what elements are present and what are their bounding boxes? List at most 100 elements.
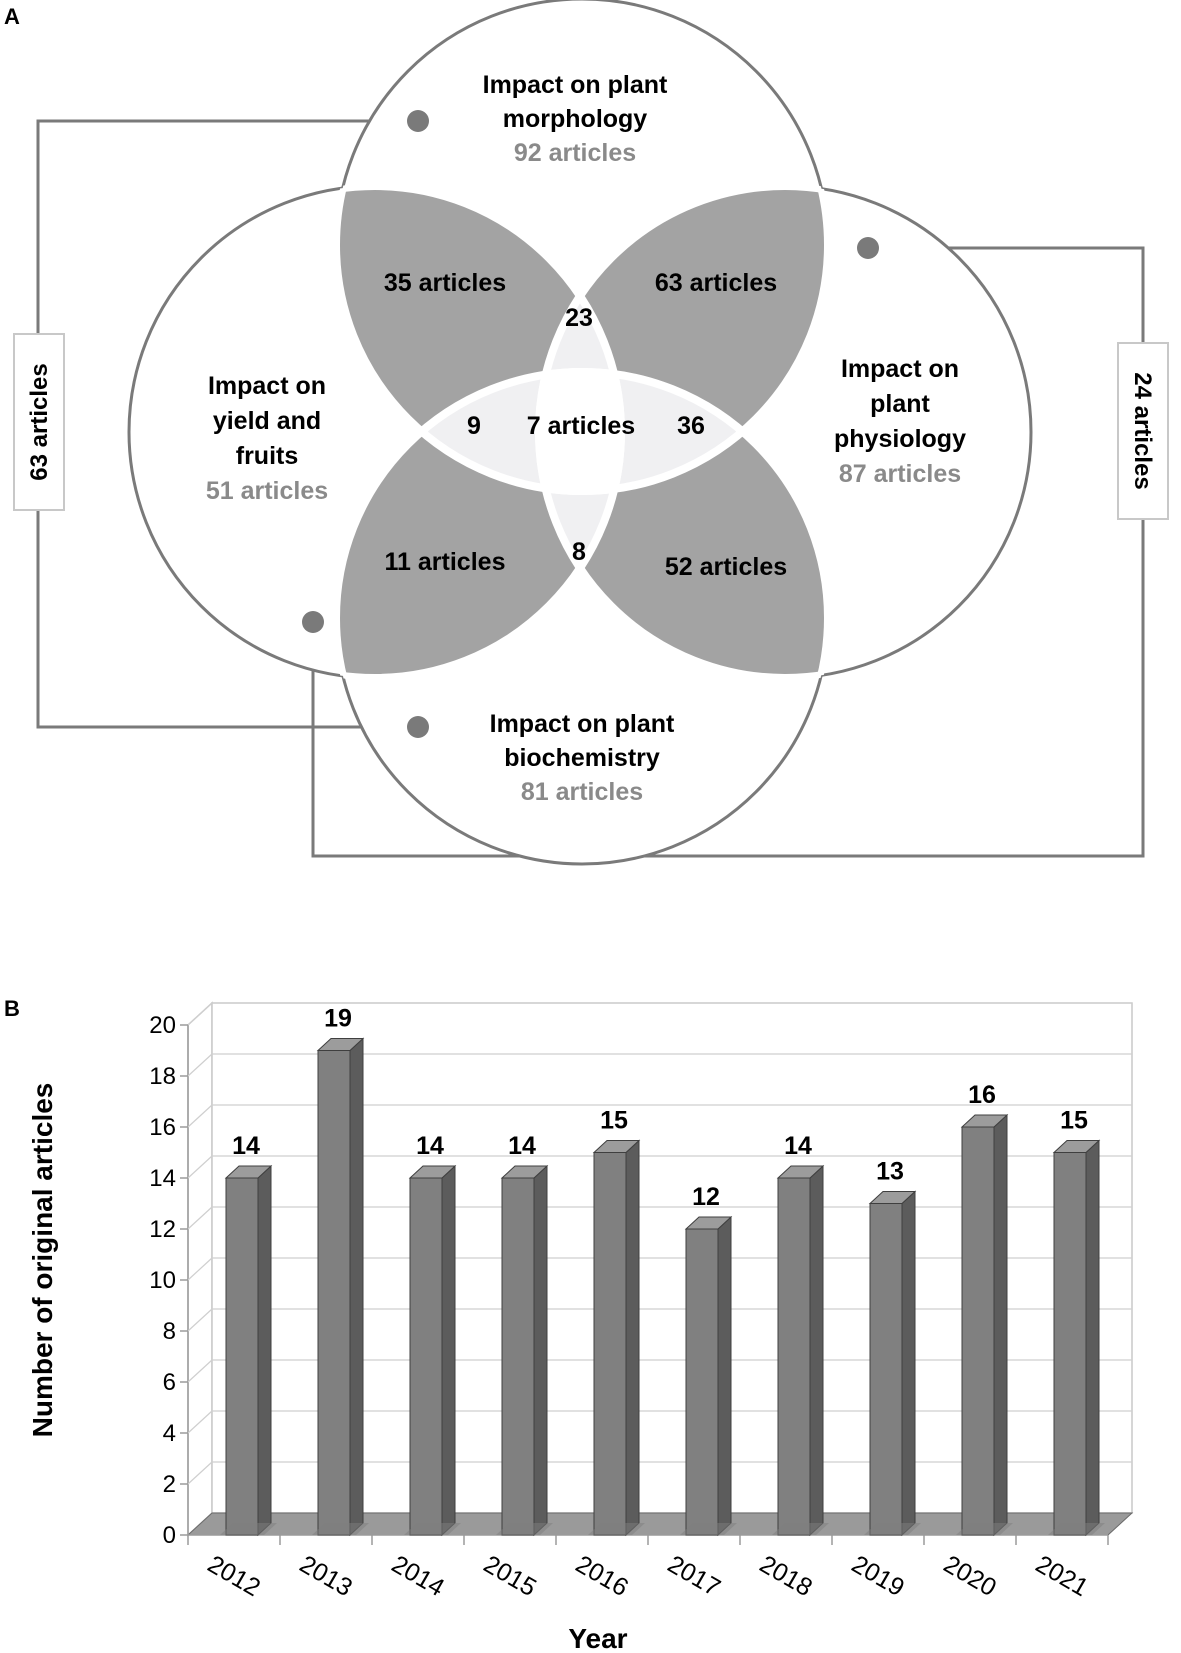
- x-tick-label-2016: 2016: [571, 1550, 633, 1602]
- physiology-title-line-3: physiology: [834, 425, 966, 453]
- data-label-2020: 16: [968, 1081, 996, 1109]
- panel-a-venn-diagram: A: [4, 0, 1169, 866]
- bar-shadow: [588, 1523, 645, 1535]
- right-side-label: 24 articles: [1129, 372, 1156, 489]
- gridline-side: [187, 1410, 213, 1434]
- gridline-side: [187, 1206, 213, 1230]
- physiology-label: Impact on plant physiology 87 articles: [834, 355, 966, 488]
- bar-front-face: [501, 1177, 535, 1536]
- bar-front-face: [685, 1228, 719, 1536]
- y-tick-label: 0: [163, 1522, 176, 1549]
- yield-title-line-2: yield and: [213, 407, 321, 435]
- gridline-side: [187, 1104, 213, 1128]
- bar-side-face: [1085, 1139, 1100, 1537]
- region-center: 7 articles: [527, 412, 635, 440]
- gridline-side: [187, 1155, 213, 1179]
- gridline-side: [187, 1002, 213, 1026]
- morphology-label: Impact on plant morphology 92 articles: [483, 71, 668, 167]
- bar-shadow: [496, 1523, 553, 1535]
- bar-shadow: [956, 1523, 1013, 1535]
- bar-shadow: [1048, 1523, 1105, 1535]
- data-label-2014: 14: [416, 1132, 444, 1160]
- morphology-title-line-1: Impact on plant: [483, 71, 668, 99]
- bar-front-face: [593, 1152, 627, 1536]
- bar-2015: [496, 1164, 553, 1537]
- x-tick-label-2013: 2013: [295, 1550, 357, 1602]
- region-top-triple: 23: [565, 304, 593, 332]
- x-axis-title: Year: [568, 1623, 627, 1653]
- bar-side-face: [441, 1164, 456, 1537]
- morphology-title-line-2: morphology: [503, 105, 648, 133]
- bar-front-face: [225, 1177, 259, 1536]
- y-axis-title: Number of original articles: [27, 1083, 58, 1438]
- panel-b-letter: B: [4, 996, 20, 1021]
- panel-a-letter: A: [4, 4, 20, 29]
- left-side-label: 63 articles: [26, 363, 53, 480]
- bar-2013: [312, 1037, 369, 1537]
- gridline-side: [187, 1359, 213, 1383]
- y-tick-label: 4: [163, 1420, 176, 1447]
- gridline-side: [187, 1257, 213, 1281]
- yield-label: Impact on yield and fruits 51 articles: [206, 372, 328, 505]
- bar-side-face: [717, 1215, 732, 1537]
- y-tick-label: 6: [163, 1369, 176, 1396]
- bar-shadow: [864, 1523, 921, 1535]
- physiology-title-line-1: Impact on: [841, 355, 959, 383]
- data-label-2016: 15: [600, 1107, 628, 1135]
- bar-front-face: [1053, 1152, 1087, 1536]
- physiology-title-line-2: plant: [870, 390, 930, 418]
- y-tick-label: 20: [149, 1012, 176, 1039]
- physiology-count: 87 articles: [839, 460, 961, 488]
- bar-2012: [220, 1164, 277, 1537]
- gridline-side: [187, 1461, 213, 1485]
- bar-2014: [404, 1164, 461, 1537]
- bar-side-face: [349, 1037, 364, 1537]
- bar-front-face: [409, 1177, 443, 1536]
- bar-2021: [1048, 1139, 1105, 1537]
- bar-front-face: [961, 1126, 995, 1536]
- region-morph-yield: 35 articles: [384, 269, 506, 297]
- yield-title-line-3: fruits: [236, 442, 299, 470]
- bar-2016: [588, 1139, 645, 1537]
- region-yield-bio: 11 articles: [385, 548, 506, 576]
- bar-side-face: [625, 1139, 640, 1537]
- bar-shadow: [312, 1523, 369, 1535]
- data-label-2019: 13: [876, 1158, 904, 1186]
- biochemistry-count: 81 articles: [521, 778, 643, 806]
- left-connector-dot-bottom: [407, 716, 429, 738]
- bar-side-face: [533, 1164, 548, 1537]
- y-tick-label: 2: [163, 1471, 176, 1498]
- x-tick-label-2012: 2012: [203, 1550, 265, 1602]
- data-label-2012: 14: [232, 1132, 260, 1160]
- right-side-label-box: 24 articles: [1117, 342, 1169, 520]
- right-connector-dot-top: [857, 237, 879, 259]
- bar-shadow: [772, 1523, 829, 1535]
- data-label-2015: 14: [508, 1132, 536, 1160]
- y-tick-label: 8: [163, 1318, 176, 1345]
- bar-side-face: [993, 1113, 1008, 1537]
- left-connector-dot-top: [407, 110, 429, 132]
- chart-bars: [220, 1037, 1105, 1537]
- data-label-2013: 19: [324, 1005, 352, 1033]
- yield-title-line-1: Impact on: [208, 372, 326, 400]
- bar-shadow: [220, 1523, 277, 1535]
- bar-front-face: [869, 1203, 903, 1536]
- biochemistry-title-line-1: Impact on plant: [490, 710, 675, 738]
- bar-side-face: [809, 1164, 824, 1537]
- region-right-triple: 36: [677, 412, 705, 440]
- bar-shadow: [680, 1523, 737, 1535]
- bar-2020: [956, 1113, 1013, 1537]
- x-tick-label-2018: 2018: [755, 1550, 817, 1602]
- yield-count: 51 articles: [206, 477, 328, 505]
- x-tick-label-2020: 2020: [939, 1550, 1001, 1602]
- right-connector-dot-bottom: [302, 611, 324, 633]
- bar-front-face: [317, 1050, 351, 1536]
- region-bottom-triple: 8: [572, 538, 586, 566]
- y-tick-label: 12: [149, 1216, 176, 1243]
- biochemistry-label: Impact on plant biochemistry 81 articles: [490, 710, 675, 806]
- region-left-triple: 9: [467, 412, 481, 440]
